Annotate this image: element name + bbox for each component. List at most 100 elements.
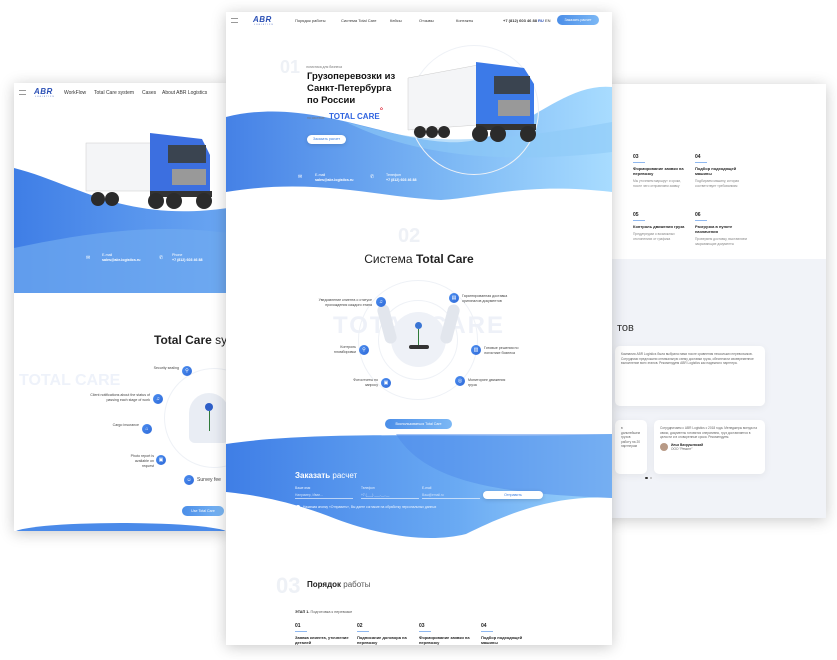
step-number: 03 — [633, 154, 639, 160]
nav-cases[interactable]: Кейсы — [390, 18, 402, 23]
reviewer-name: Илья Вахрушевский — [671, 442, 704, 447]
notification-icon: ♫ — [153, 394, 163, 404]
email-icon: ✉ — [298, 174, 303, 180]
nav-about[interactable]: About ABR Logistics — [162, 90, 208, 96]
feature-label: Survey fee — [197, 477, 221, 483]
menu-icon[interactable] — [231, 18, 238, 23]
phone-field[interactable]: Телефон+7 (___) ___-__-__ — [361, 486, 419, 499]
carousel-dot[interactable] — [650, 477, 652, 479]
hero-kicker: логистика для бизнеса — [306, 65, 343, 69]
step-title: Разгрузка в пункте назначения — [695, 224, 733, 234]
step-desc: Проверяем доставку, выставляем закрывающ… — [695, 237, 747, 246]
menu-icon[interactable] — [19, 90, 26, 95]
phone-link[interactable]: +7 (812) 603 46 88 — [386, 178, 417, 182]
feature-label: Фотоотчеты по запросу — [353, 378, 378, 387]
logo[interactable]: ABR — [34, 87, 53, 96]
nav-order[interactable]: Порядок работы — [295, 18, 326, 23]
consent-checkbox[interactable] — [296, 505, 300, 509]
camera-icon: ▣ — [381, 378, 391, 388]
notification-icon: ♫ — [376, 297, 386, 307]
step-title: Подбор подходящей машины — [695, 166, 737, 176]
workflow-title: Порядок работы — [307, 580, 371, 589]
order-wave — [226, 434, 612, 539]
feature-label: Готовые решения по логистике бизнеса — [484, 346, 519, 355]
review-card: Сотрудничаем с ABR Logistics с 2018 года… — [654, 420, 765, 474]
step-desc: Мы уточняем маршрут и сроки, после чего … — [633, 179, 681, 188]
order-calc-button[interactable]: Заказать расчет — [557, 15, 599, 25]
seal-icon: ⚲ — [359, 345, 369, 355]
order-form-title: Заказать расчет — [295, 471, 358, 480]
use-total-care-button[interactable]: Use Total Care — [182, 506, 224, 516]
carousel-dot-active[interactable] — [645, 477, 648, 479]
header-phone[interactable]: +7 (812) 603 46 88 — [503, 18, 537, 23]
nav-cases[interactable]: Cases — [142, 90, 157, 96]
nav-total-care[interactable]: Total Care system — [94, 90, 135, 96]
email-icon: ✉ — [86, 255, 91, 261]
email-link[interactable]: sales@abr-logistics.ru — [315, 178, 354, 182]
use-total-care-button[interactable]: Воспользоваться Total Care — [385, 419, 452, 429]
step-number: 05 — [633, 212, 639, 218]
review-card: Компания ABR Logistics была выбрана нами… — [615, 346, 765, 406]
logo-subtitle: LOGISTICS — [35, 96, 55, 98]
survey-icon: ☺ — [184, 475, 194, 485]
phone-link[interactable]: +7 (812) 603 46 88 — [172, 258, 203, 262]
feature-label: Гарантированная доставка оригиналов доку… — [462, 294, 508, 303]
center-page-mockup: ABR LOGISTICS Порядок работы Система Tot… — [226, 12, 612, 645]
feature-label: Cargo insurance — [112, 423, 139, 427]
feature-label: Мониторинг движения груза — [468, 378, 506, 387]
section-number: 03 — [276, 573, 301, 598]
phone-icon: ✆ — [159, 255, 164, 261]
hero-order-button[interactable]: Заказать расчет — [307, 135, 346, 144]
step-desc: Предупредим о возможных отклонениях от г… — [633, 232, 675, 241]
step-title: Формирование заявки на перевозку — [633, 166, 684, 176]
section-number: 02 — [398, 225, 421, 247]
review-text: в дальнейшем грузов работу на 20 партнер… — [621, 426, 641, 449]
total-care-title: Система Total Care — [364, 252, 474, 266]
truck-image — [85, 133, 212, 209]
section-number: 01 — [280, 57, 301, 77]
nav-contacts[interactable]: Контакты — [456, 18, 474, 23]
review-text: Сотрудничаем с ABR Logistics с 2018 года… — [660, 426, 757, 440]
phone-icon: ✆ — [370, 174, 375, 180]
rose-dome-image — [376, 303, 461, 367]
feature-label: Security sealing — [153, 366, 179, 370]
monitoring-icon: ◎ — [455, 376, 465, 386]
step-desc: Подбираем машину, которая соответствует … — [695, 179, 740, 188]
section-title: Total Care sy — [154, 333, 228, 347]
feature-label: Уведомление клиента о статусе прохождени… — [318, 298, 372, 307]
reviews-title: тов — [617, 322, 634, 334]
feature-label: Photo report is available on request — [130, 454, 154, 468]
nav-workflow[interactable]: WorkFlow — [64, 90, 87, 96]
rose-dome-image — [189, 393, 228, 443]
submit-button[interactable]: Отправить — [483, 491, 543, 499]
lang-en[interactable]: EN — [545, 18, 551, 23]
camera-icon: ▣ — [156, 455, 166, 465]
phone-label: Phone — [172, 253, 183, 257]
nav-reviews[interactable]: Отзывы — [419, 18, 434, 23]
insurance-icon: ⌂ — [142, 424, 152, 434]
document-icon: ▤ — [449, 293, 459, 303]
business-icon: ▥ — [471, 345, 481, 355]
feature-label: Client notifications about the status of… — [90, 393, 150, 402]
lang-ru[interactable]: RU — [538, 18, 544, 23]
nav-total-care[interactable]: Система Total Care — [341, 18, 377, 23]
logo[interactable]: ABR — [253, 15, 272, 24]
step-title: Контроль движения груза — [633, 224, 685, 229]
review-card: в дальнейшем грузов работу на 20 партнер… — [615, 420, 647, 474]
email-link[interactable]: sales@abr-logistics.ru — [102, 258, 141, 262]
left-page-mockup: ABR LOGISTICS WorkFlow Total Care system… — [14, 83, 228, 531]
hero-subtitle: по системе TOTAL CARE✿ — [307, 106, 384, 121]
reviewer-role: ООО "Ремонт" — [671, 447, 693, 452]
phone-label: Телефон — [386, 173, 401, 177]
